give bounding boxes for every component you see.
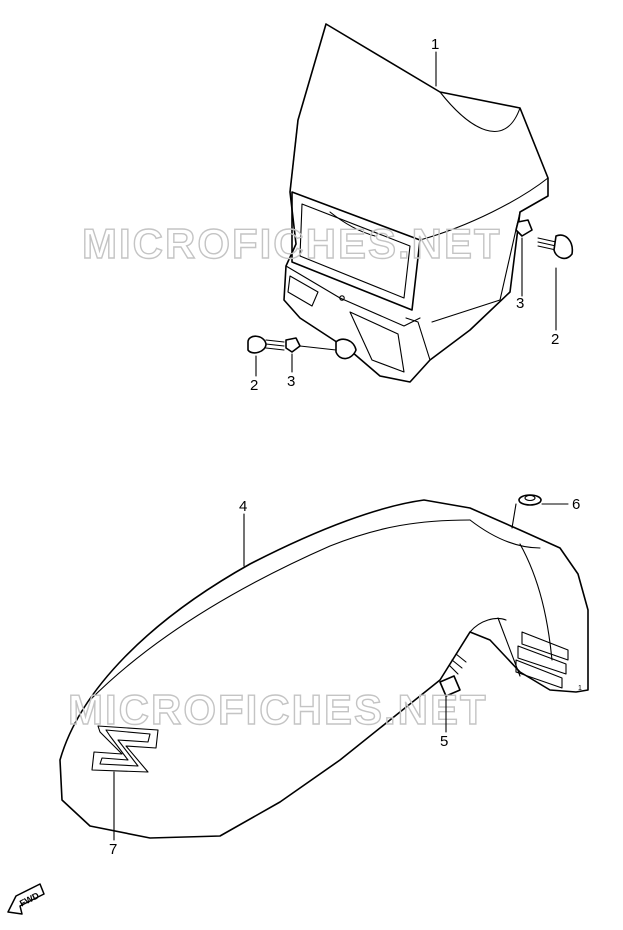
callout-6: 6 [572, 496, 580, 513]
svg-text:1: 1 [578, 685, 582, 692]
callout-4: 4 [239, 498, 247, 515]
washer-left [285, 337, 337, 353]
grommet [518, 494, 542, 506]
callout-3-right: 3 [516, 295, 524, 312]
watermark-bottom: MICROFICHES.NET [68, 686, 488, 733]
callout-5: 5 [440, 733, 448, 750]
callout-7: 7 [109, 841, 117, 858]
front-fender: 1 [59, 499, 589, 839]
callout-1: 1 [431, 36, 439, 53]
washer-right [515, 219, 533, 237]
bolt-left [247, 335, 285, 354]
leader-lines [113, 51, 569, 841]
callout-2-left: 2 [250, 377, 258, 394]
callout-2-right: 2 [551, 331, 559, 348]
watermark-top: MICROFICHES.NET [82, 220, 502, 267]
callout-3-left: 3 [287, 373, 295, 390]
fwd-direction-badge: FWD [7, 883, 45, 915]
suzuki-emblem [91, 725, 159, 773]
fender-bolt [439, 653, 467, 697]
headlight-cowl [283, 23, 549, 383]
bolt-right [537, 234, 574, 260]
